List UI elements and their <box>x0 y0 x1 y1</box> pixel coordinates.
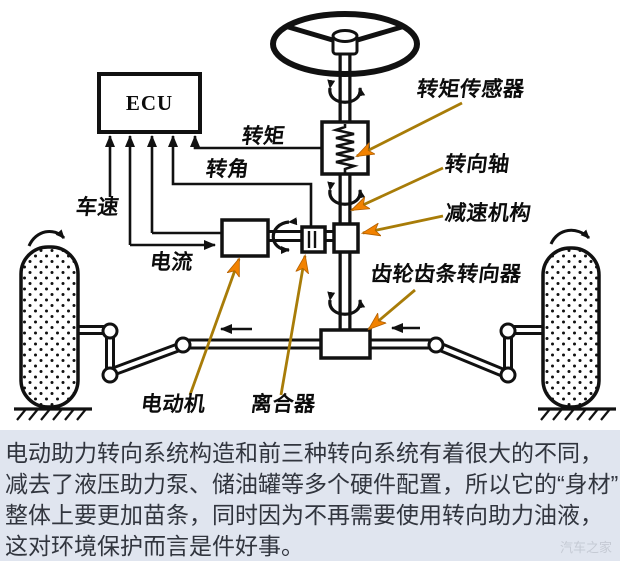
rack-pinion-box <box>319 328 372 360</box>
steering-wheel <box>270 11 420 77</box>
right-wheel-rotation-arrow <box>549 228 591 245</box>
watermark-autohome: 汽车之家 <box>559 540 612 555</box>
torque-sensor-label: 转矩传感器 <box>415 78 526 101</box>
diagram-svg <box>14 11 616 421</box>
eps-diagram: ECU 转矩 转角 车速 电流 转矩传感器 转向轴 减速机构 齿轮齿条转向器 电… <box>14 11 616 421</box>
ground-left <box>14 407 92 421</box>
left-wheel <box>19 245 80 409</box>
caption-line-3: 整体上要更加苗条，同时因为不再需要使用转向助力油液， <box>5 502 603 528</box>
clutch-label: 离合器 <box>249 393 317 416</box>
reduction-mechanism-label: 减速机构 <box>443 202 533 225</box>
torque-signal-label: 转矩 <box>240 125 287 148</box>
rotation-arcs <box>271 79 366 316</box>
motor-box <box>220 218 270 258</box>
caption-line-4: 这对环境保护而言是件好事。 <box>5 533 304 559</box>
motor-label: 电动机 <box>139 393 207 416</box>
rack-pinion-label: 齿轮齿条转向器 <box>369 263 523 286</box>
caption-panel: 电动助力转向系统构造和前三种转向系统有着很大的不同， 减去了液压助力泵、储油罐等… <box>0 430 620 561</box>
clutch-callout-arrow <box>279 256 305 396</box>
caption-line-1: 电动助力转向系统构造和前三种转向系统有着很大的不同， <box>5 440 603 466</box>
rack-pinion-callout-arrow <box>369 288 416 329</box>
ecu-label: ECU <box>125 90 174 115</box>
speed-signal-label: 车速 <box>74 196 121 219</box>
steering-shaft-label: 转向轴 <box>443 153 511 176</box>
left-wheel-rotation-arrow <box>27 229 66 247</box>
tie-rod-joints <box>101 322 517 384</box>
reduction-gear-box <box>332 222 360 254</box>
signal-wires <box>105 135 322 250</box>
torque-sensor-box <box>320 120 370 176</box>
reduction-callout-arrow <box>363 214 444 233</box>
right-wheel <box>541 246 601 409</box>
caption-line-2: 减去了液压助力泵、储油罐等多个硬件配置，所以它的“身材” <box>5 471 619 497</box>
callout-arrows <box>188 101 463 396</box>
current-signal-label: 电流 <box>148 251 195 274</box>
ecu-box <box>97 72 202 134</box>
angle-signal-label: 转角 <box>204 158 251 181</box>
torque-sensor-callout-arrow <box>357 101 463 158</box>
motor-callout-arrow <box>188 259 241 396</box>
clutch-box <box>300 225 327 254</box>
steering-shaft-callout-arrow <box>352 166 444 212</box>
ground-right <box>538 407 616 421</box>
